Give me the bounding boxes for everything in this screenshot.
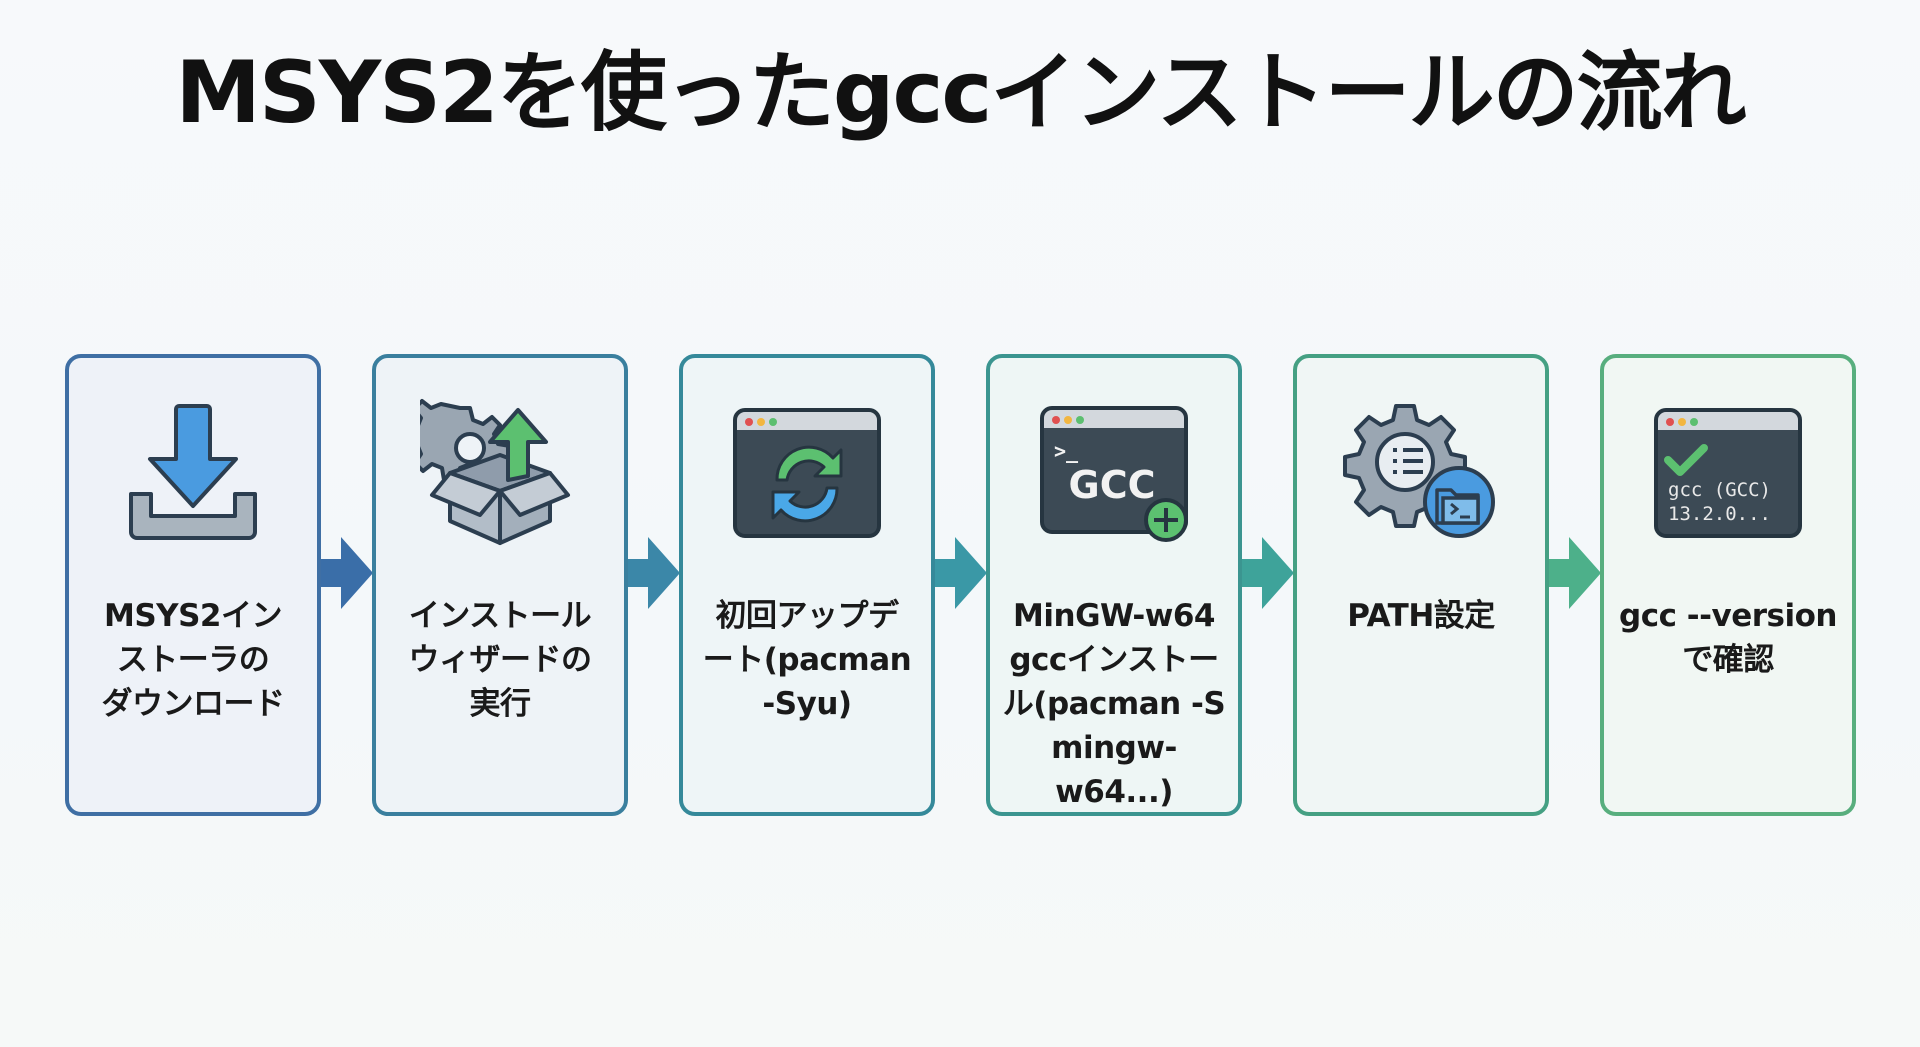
terminal-check-icon: gcc (GCC) 13.2.0... xyxy=(1654,408,1802,538)
step-label: MinGW-w64 gccインストー ル(pacman -S mingw-w64… xyxy=(1002,598,1226,810)
flow-arrow xyxy=(628,535,682,611)
step-label: MSYS2イン ストーラの ダウンロード xyxy=(101,598,286,722)
step-card-path-setting: PATH設定 xyxy=(1293,354,1549,816)
flow-arrow xyxy=(321,535,375,611)
step-label: gcc --version で確認 xyxy=(1619,598,1837,678)
terminal-update-icon xyxy=(733,408,881,538)
gcc-text: GCC xyxy=(1069,463,1156,507)
flow-arrow xyxy=(1549,535,1603,611)
step-card-install-wizard: インストール ウィザードの 実行 xyxy=(372,354,628,816)
install-box-icon xyxy=(420,399,570,545)
terminal-line-1: gcc (GCC) xyxy=(1668,479,1771,501)
step-card-gcc-install: >_ GCC MinGW-w64 gccインストー ル(pacman -S mi… xyxy=(986,354,1242,816)
flow-arrow xyxy=(1242,535,1296,611)
terminal-gcc-add-icon: >_ GCC xyxy=(1040,406,1188,542)
step-label: PATH設定 xyxy=(1347,598,1495,634)
step-label: 初回アップデ ート(pacman -Syu) xyxy=(702,598,912,722)
download-icon xyxy=(129,404,257,540)
page-title: MSYS2を使ったgccインストールの流れ xyxy=(175,43,1746,143)
gear-folder-icon xyxy=(1343,404,1495,538)
step-card-download: MSYS2イン ストーラの ダウンロード xyxy=(65,354,321,816)
step-card-initial-update: 初回アップデ ート(pacman -Syu) xyxy=(679,354,935,816)
flow-arrow xyxy=(935,535,989,611)
step-label: インストール ウィザードの 実行 xyxy=(408,598,593,722)
terminal-prompt: >_ xyxy=(1054,439,1079,463)
terminal-line-2: 13.2.0... xyxy=(1668,503,1771,525)
step-card-verify-version: gcc (GCC) 13.2.0... gcc --version で確認 xyxy=(1600,354,1856,816)
check-icon xyxy=(1664,444,1708,476)
